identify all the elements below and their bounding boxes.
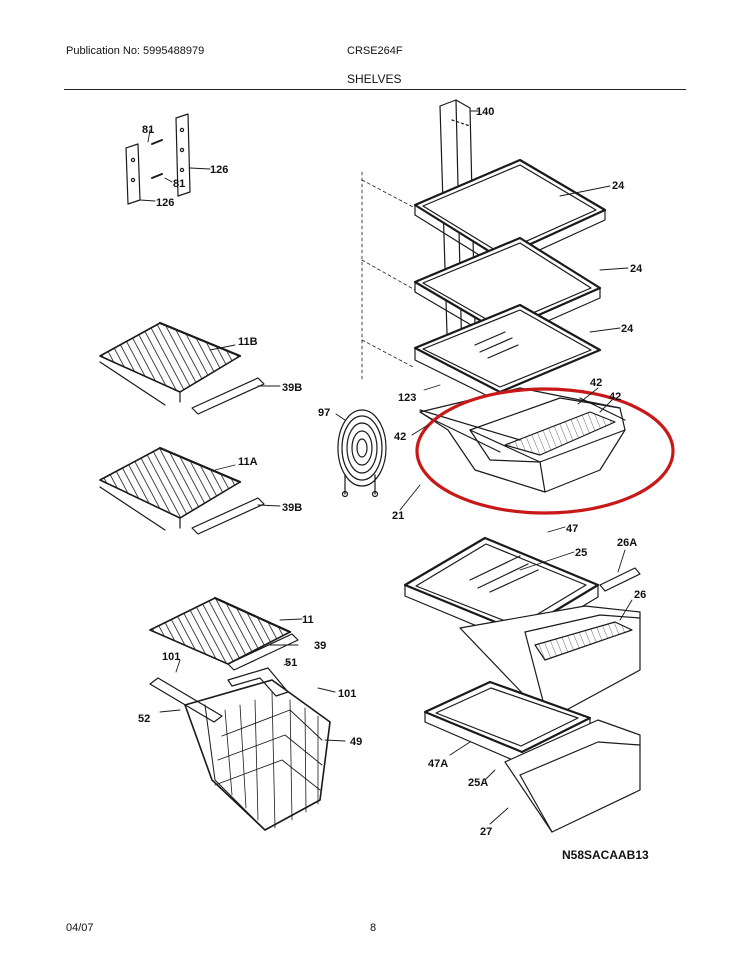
highlight-ellipse xyxy=(415,387,675,515)
revision-date: 04/07 xyxy=(66,922,94,934)
part-label-39b-upper: 39B xyxy=(282,382,302,394)
wire-shelf-11a xyxy=(99,446,242,531)
model-number: CRSE264F xyxy=(347,45,403,57)
part-label-52: 52 xyxy=(138,713,150,725)
part-label-11b: 11B xyxy=(238,336,258,348)
basket-rail-52 xyxy=(149,677,223,723)
part-label-25a: 25A xyxy=(468,777,488,789)
part-label-47a: 47A xyxy=(428,758,448,770)
wire-basket-49 xyxy=(184,679,331,831)
part-label-42b: 42 xyxy=(609,391,621,403)
wire-shelf-11b xyxy=(99,321,242,406)
part-label-49: 49 xyxy=(350,736,362,748)
part-label-24c: 24 xyxy=(621,323,634,335)
pan-cover-47a xyxy=(423,680,592,765)
part-label-97: 97 xyxy=(318,407,330,419)
crisper-slide-26a xyxy=(599,567,641,592)
dashed-guide-lines xyxy=(361,171,416,381)
part-label-42a: 42 xyxy=(590,377,602,389)
header-rule xyxy=(64,89,686,90)
part-label-51: 51 xyxy=(285,657,297,669)
shelf-trim-39b-upper xyxy=(191,377,265,415)
part-label-27: 27 xyxy=(480,826,492,838)
part-label-47: 47 xyxy=(566,523,578,535)
part-label-21: 21 xyxy=(392,510,404,522)
part-label-126a: 126 xyxy=(210,164,228,176)
part-label-101b: 101 xyxy=(338,688,356,700)
leader-lines xyxy=(139,110,633,825)
part-label-42c: 42 xyxy=(394,431,406,443)
part-label-126b: 126 xyxy=(156,197,174,209)
shelf-brackets xyxy=(125,113,191,205)
part-label-11a: 11A xyxy=(238,456,258,468)
part-label-39b-lower: 39B xyxy=(282,502,302,514)
shelf-trim-39 xyxy=(227,633,299,671)
part-label-123: 123 xyxy=(398,392,416,404)
meat-pan-27 xyxy=(504,719,641,833)
basket-slide-51 xyxy=(227,667,289,697)
part-label-11: 11 xyxy=(302,614,314,626)
wire-shelf-11 xyxy=(149,596,292,665)
upper-crisper-pan xyxy=(419,387,626,493)
part-label-25: 25 xyxy=(575,547,587,559)
glass-shelf-lower xyxy=(413,303,602,403)
publication-number: Publication No: 5995488979 xyxy=(66,45,205,57)
water-tank-coil xyxy=(337,409,387,498)
part-labels: 140 81 81 126 126 24 24 24 123 42 42 42 … xyxy=(138,106,649,862)
page-number: 8 xyxy=(370,922,377,934)
part-label-24b: 24 xyxy=(630,263,643,275)
part-label-81a: 81 xyxy=(142,124,154,136)
part-label-81b: 81 xyxy=(173,178,185,190)
part-label-101a: 101 xyxy=(162,651,180,663)
part-label-140: 140 xyxy=(476,106,494,118)
diagram-code: N58SACAAB13 xyxy=(562,848,649,862)
part-label-26: 26 xyxy=(634,589,646,601)
part-label-26a: 26A xyxy=(617,537,637,549)
crisper-cover-47 xyxy=(403,536,600,645)
section-title: SHELVES xyxy=(347,72,402,86)
part-label-24a: 24 xyxy=(612,180,625,192)
glass-shelf-middle xyxy=(413,236,602,343)
shelf-trim-39b-lower xyxy=(191,497,265,535)
part-label-39: 39 xyxy=(314,640,326,652)
